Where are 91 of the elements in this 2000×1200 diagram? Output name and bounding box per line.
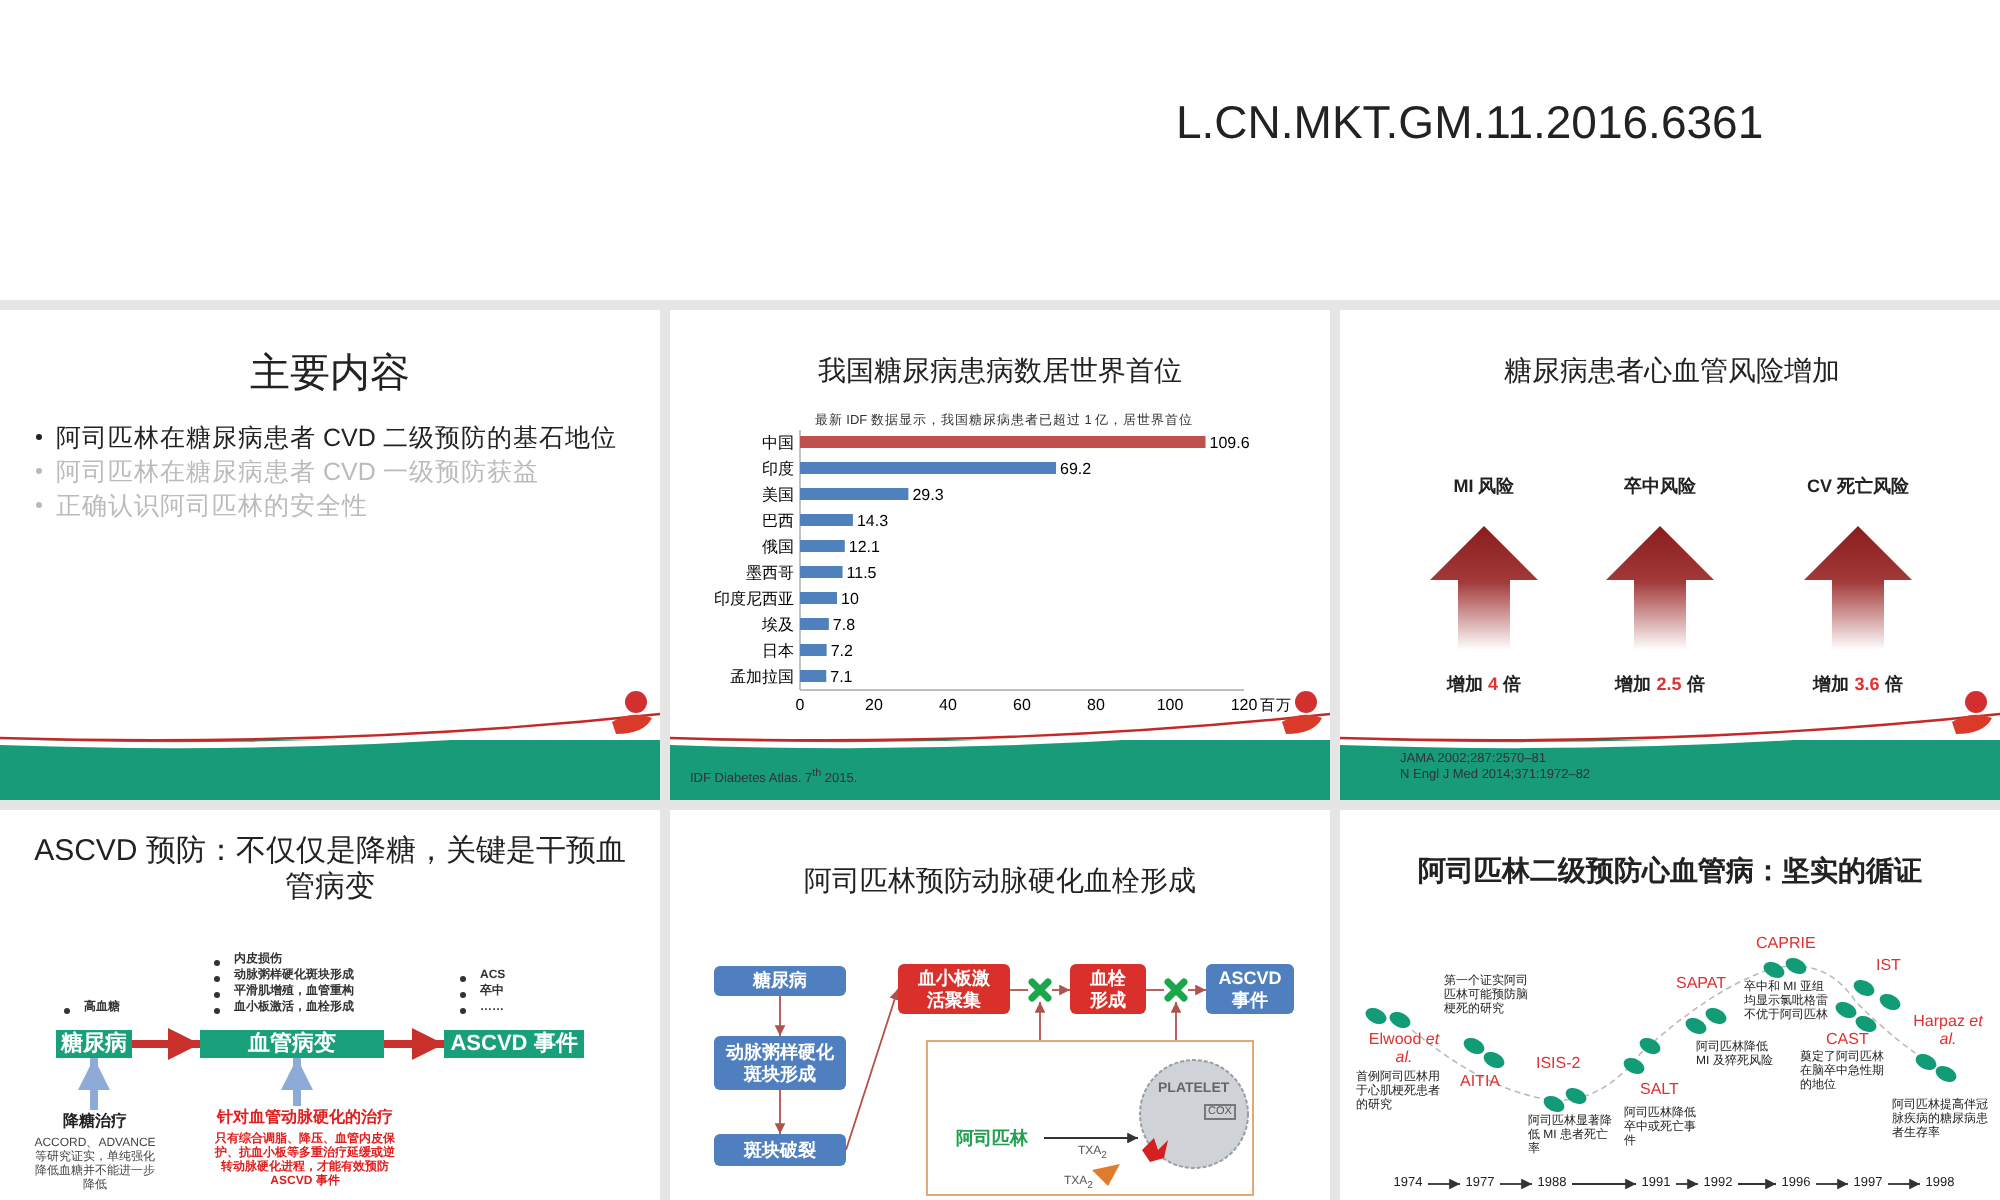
tick-label: 120 <box>1230 696 1258 714</box>
tick-label: 60 <box>1013 696 1031 714</box>
tick-label: 0 <box>795 696 805 714</box>
slide-title: 糖尿病患者心血管风险增加 <box>1502 354 1842 390</box>
slide-panel <box>0 310 660 800</box>
slide-text: CV 死亡风险 <box>1804 474 1911 500</box>
arrow <box>384 1028 444 1060</box>
value-label: 109.6 <box>1209 434 1250 452</box>
slide-panel <box>670 810 1330 1200</box>
process-box: 血管病变 <box>200 1030 384 1058</box>
arrow <box>1427 1178 1461 1190</box>
value-label: 7.1 <box>830 668 853 686</box>
category-label: 美国 <box>762 486 794 504</box>
slide-title: 我国糖尿病患病数居世界首位 <box>816 354 1184 390</box>
trial-name: CAPRIE <box>1756 936 1818 950</box>
slide-panel <box>670 310 1330 800</box>
process-box: ASCVD 事件 <box>1206 964 1294 1014</box>
value-label: 11.5 <box>846 564 877 582</box>
trial-name: AITIA <box>1460 1074 1503 1088</box>
arrow <box>774 995 786 1037</box>
treatment-heading: 降糖治疗 <box>61 1110 129 1132</box>
drug-label: 阿司匹林 <box>956 1126 1044 1150</box>
process-box: 动脉粥样硬化斑块形成 <box>714 1036 846 1090</box>
slide-panel <box>1340 810 2000 1200</box>
value-label: 10 <box>841 590 859 608</box>
category-label: 孟加拉国 <box>730 668 794 686</box>
treatment-heading: 针对血管动脉硬化的治疗 <box>214 1106 395 1128</box>
slide-title: L.CN.MKT.GM.11.2016.6361 <box>1176 96 1764 150</box>
trial-name: ISIS-2 <box>1536 1056 1583 1070</box>
value-label: 7.8 <box>832 616 856 634</box>
arrow <box>1051 984 1071 996</box>
tick-label: 80 <box>1087 696 1105 714</box>
frame-box <box>926 1040 1254 1196</box>
arrow <box>1815 1178 1849 1190</box>
arrow <box>774 1089 786 1135</box>
value-label: 7.2 <box>830 642 853 660</box>
risk-value: 增加 2.5 倍 <box>1612 672 1707 698</box>
category-label: 印度 <box>762 460 794 478</box>
arrow <box>281 1058 313 1106</box>
arrow <box>1043 1132 1139 1144</box>
trial-name: SAPAT <box>1676 976 1729 990</box>
category-label: 墨西哥 <box>746 564 794 582</box>
trial-name: Harpaz et al. <box>1912 1012 1984 1048</box>
arrow <box>1571 1178 1637 1190</box>
arrow <box>1675 1178 1699 1190</box>
slide-title: 阿司匹林二级预防心血管病：坚实的循证 <box>1416 854 1924 890</box>
slide-panel <box>0 810 660 1200</box>
trial-name: Elwood et al. <box>1366 1030 1442 1066</box>
slide-text: MI 风险 <box>1451 474 1517 500</box>
arrow <box>1034 1001 1046 1041</box>
trial-name: SALT <box>1640 1082 1681 1096</box>
arrow <box>132 1028 200 1060</box>
value-label: 69.2 <box>1060 460 1092 478</box>
category-label: 中国 <box>762 434 794 452</box>
arrow <box>1499 1178 1533 1190</box>
arrow <box>1887 1178 1921 1190</box>
category-label: 俄国 <box>762 538 794 556</box>
process-box: 血小板激活聚集 <box>898 964 1010 1014</box>
tick-label: 40 <box>939 696 957 714</box>
value-label: 29.3 <box>912 486 944 504</box>
arrow <box>78 1058 110 1110</box>
bullet-item: 正确认识阿司匹林的安全性 <box>32 490 676 524</box>
category-label: 巴西 <box>762 512 794 530</box>
value-label: 12.1 <box>848 538 880 556</box>
category-label: 埃及 <box>762 616 794 634</box>
process-box: ASCVD 事件 <box>444 1030 584 1058</box>
slide-title: 主要内容 <box>248 350 412 400</box>
process-box: 糖尿病 <box>56 1030 132 1058</box>
arrow <box>1737 1178 1777 1190</box>
risk-value: 增加 3.6 倍 <box>1810 672 1905 698</box>
tick-label: 100 <box>1156 696 1184 714</box>
arrow <box>1187 984 1207 996</box>
slide-panel <box>1340 310 2000 800</box>
process-box: 血栓形成 <box>1070 964 1146 1014</box>
risk-value: 增加 4 倍 <box>1444 672 1524 698</box>
slide-panel <box>0 0 2000 300</box>
trial-name: IST <box>1876 958 1903 972</box>
value-label: 14.3 <box>856 512 889 530</box>
category-label: 印度尼西亚 <box>714 590 794 608</box>
tick-label: 20 <box>865 696 883 714</box>
arrow <box>1170 1001 1182 1041</box>
slide-text: 卒中风险 <box>1622 474 1698 500</box>
trial-name: CAST <box>1826 1032 1871 1046</box>
bullet-item: 阿司匹林在糖尿病患者 CVD 一级预防获益 <box>32 456 676 490</box>
arrow <box>845 988 900 1151</box>
bullet-item: 阿司匹林在糖尿病患者 CVD 二级预防的基石地位 <box>32 422 676 456</box>
slide-title: 阿司匹林预防动脉硬化血栓形成 <box>802 864 1198 900</box>
process-box: 斑块破裂 <box>714 1134 846 1166</box>
category-label: 日本 <box>762 642 794 660</box>
slide-title: ASCVD 预防：不仅仅是降糖，关键是干预血管病变 <box>32 834 628 906</box>
process-box: 糖尿病 <box>714 966 846 996</box>
